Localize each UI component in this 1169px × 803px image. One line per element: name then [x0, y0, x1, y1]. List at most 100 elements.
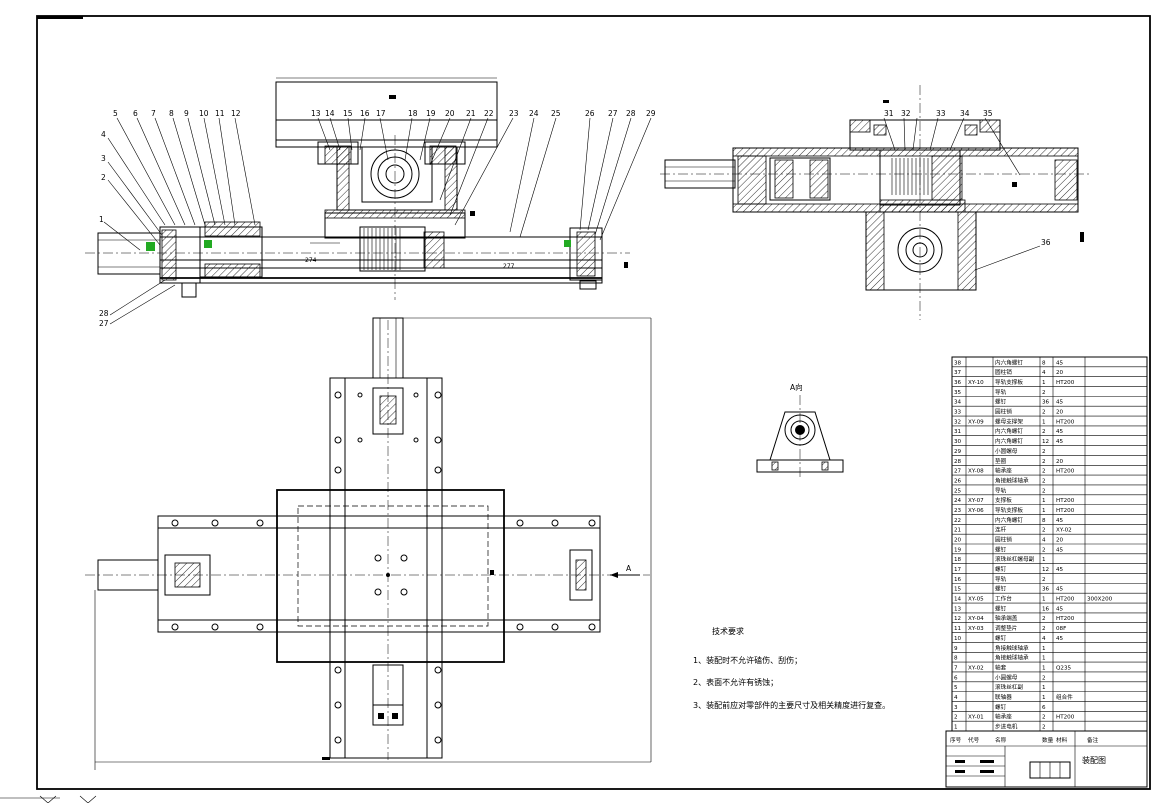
bom-cell-qty: 4	[1042, 636, 1046, 642]
bom-cell-material: 45	[1056, 606, 1064, 612]
part-label: 29	[646, 109, 656, 118]
bom-cell-qty: 2	[1042, 577, 1046, 583]
bom-cell-name: 螺钉	[995, 585, 1007, 593]
bom-cell-num: 9	[954, 646, 958, 652]
bom-cell-num: 24	[954, 498, 962, 504]
bom-cell-num: 19	[954, 547, 962, 553]
bom-cell-qty: 1	[1042, 695, 1046, 701]
bom-cell-code: XY-07	[968, 498, 984, 504]
bom-cell-name: 内六角螺钉	[995, 516, 1023, 524]
bom-cell-qty: 2	[1042, 715, 1046, 721]
part-label: 13	[311, 109, 321, 118]
bom-cell-name: 螺钉	[995, 565, 1007, 573]
bom-cell-material: HT200	[1056, 715, 1075, 721]
bom-cell-material: 45	[1056, 587, 1064, 593]
bom-cell-qty: 2	[1042, 675, 1046, 681]
bom-cell-material: Q235	[1056, 665, 1072, 671]
bom-cell-name: 内六角螺钉	[995, 437, 1023, 445]
bom-cell-num: 12	[954, 616, 961, 622]
part-label: 17	[376, 109, 386, 118]
bom-cell-code: XY-08	[968, 469, 984, 475]
part-label: 28	[99, 309, 109, 318]
bom-cell-num: 20	[954, 538, 962, 544]
bom-cell-name: 轴承端盖	[995, 614, 1018, 622]
bom-cell-material: 45	[1056, 567, 1064, 573]
bom-cell-name: 导轨	[995, 575, 1007, 583]
bom-cell-num: 18	[954, 557, 962, 563]
bom-cell-name: 角接触球轴承	[995, 644, 1029, 652]
bom-cell-material: 45	[1056, 360, 1064, 366]
part-label: 11	[215, 109, 225, 118]
bom-cell-name: 导轨支撑板	[995, 378, 1023, 386]
bom-cell-name: 工作台	[995, 595, 1012, 603]
title-block: 序号代号名称数量材料备注 装配图	[945, 730, 1148, 788]
bom-cell-name: 角接触球轴承	[995, 654, 1029, 662]
bom-cell-num: 34	[954, 400, 962, 406]
bom-cell-material: HT200	[1056, 508, 1075, 514]
part-label: 28	[626, 109, 636, 118]
bom-cell-name: 螺钉	[995, 634, 1007, 642]
part-label: 31	[884, 109, 894, 118]
bom-cell-num: 13	[954, 606, 962, 612]
bom-cell-qty: 2	[1042, 469, 1046, 475]
bom-cell-name: 支撑板	[995, 496, 1012, 504]
bom-cell-qty: 1	[1042, 419, 1046, 425]
bom-cell-name: 螺母支撑架	[995, 417, 1023, 425]
bom-cell-name: 调整垫片	[995, 624, 1018, 632]
part-label: 15	[343, 109, 353, 118]
bom-cell-material: XY-02	[1056, 528, 1072, 534]
bom-cell-num: 31	[954, 429, 962, 435]
bom-cell-code: XY-09	[968, 419, 984, 425]
part-label: 10	[199, 109, 209, 118]
part-label: 1	[99, 215, 104, 224]
front-view-leaders	[103, 117, 652, 325]
bom-cell-code: XY-10	[968, 380, 984, 386]
bom-cell-material: HT200	[1056, 419, 1075, 425]
bom-cell-num: 25	[954, 488, 962, 494]
part-label: 19	[426, 109, 436, 118]
bom-cell-qty: 1	[1042, 597, 1046, 603]
title-label: 装配图	[1082, 755, 1106, 765]
part-label: 32	[901, 109, 911, 118]
dim-277: 277	[503, 263, 515, 270]
part-label: 21	[466, 109, 476, 118]
bom-cell-num: 38	[954, 360, 962, 366]
bom-cell-num: 6	[954, 675, 958, 681]
bom-cell-name: 小圆螺母	[995, 673, 1018, 681]
bom-cell-num: 26	[954, 478, 962, 484]
bom-cell-name: 圆柱销	[995, 408, 1012, 416]
note-line-3: 3、装配前应对零部件的主要尺寸及相关精度进行复查。	[693, 700, 890, 710]
bom-cell-qty: 1	[1042, 380, 1046, 386]
bom-cell-name: 圆柱销	[995, 368, 1012, 376]
bom-cell-qty: 1	[1042, 646, 1046, 652]
bom-cell-material: HT200	[1056, 469, 1075, 475]
bom-cell-qty: 2	[1042, 449, 1046, 455]
bom-cell-qty: 8	[1042, 518, 1046, 524]
bom-cell-material: 20	[1056, 410, 1064, 416]
bom-cell-code: XY-03	[968, 626, 984, 632]
bom-cell-qty: 2	[1042, 626, 1046, 632]
bom-cell-code: XY-05	[968, 597, 984, 603]
bom-cell-num: 23	[954, 508, 962, 514]
part-label: 20	[445, 109, 455, 118]
bom-cell-qty: 1	[1042, 508, 1046, 514]
bom-cell-qty: 2	[1042, 528, 1046, 534]
bom-cell-num: 14	[954, 597, 962, 603]
bom-cell-qty: 12	[1042, 439, 1049, 445]
side-view: 31 32 33 34 35 36	[660, 85, 1090, 320]
note-line-1: 1、装配时不允许磕伤、刮伤；	[693, 655, 802, 665]
bom-cell-qty: 6	[1042, 705, 1046, 711]
bom-cell-num: 28	[954, 459, 962, 465]
part-label: 33	[936, 109, 946, 118]
bom-cell-qty: 2	[1042, 488, 1046, 494]
bom-header-cell: 序号	[950, 736, 962, 744]
bom-cell-num: 4	[954, 695, 958, 701]
bom-cell-name: 连杆	[995, 526, 1007, 534]
part-label: 25	[551, 109, 561, 118]
bom-cell-qty: 4	[1042, 538, 1046, 544]
bom-cell-num: 10	[954, 636, 962, 642]
bom-cell-remark: 300X200	[1087, 597, 1113, 603]
front-view-part-labels: 5 6 7 8 9 10 11 12 13 14 15 16 17 18 19 …	[99, 109, 656, 328]
bom-cell-num: 3	[954, 705, 958, 711]
